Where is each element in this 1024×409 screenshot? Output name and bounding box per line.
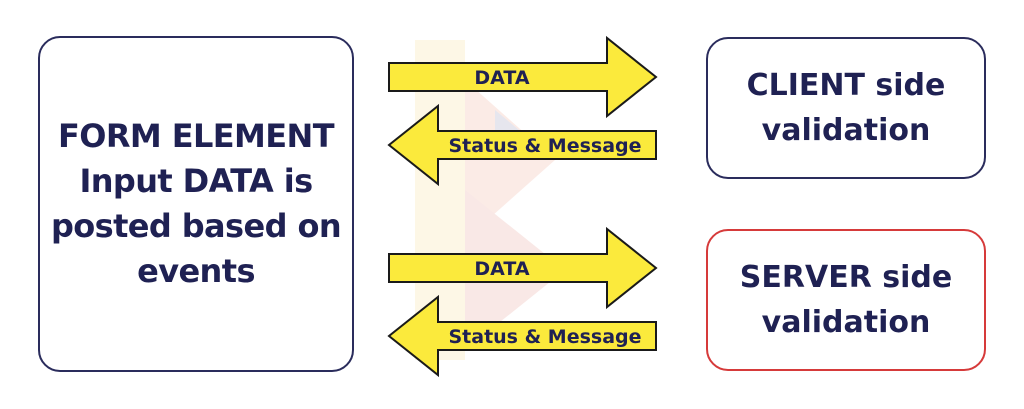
client-validation-line-1: CLIENT side [746, 68, 946, 103]
status-arrow-from-client-label: Status & Message [448, 135, 641, 157]
client-validation-line-2: validation [761, 113, 931, 148]
data-arrow-to-client: DATA [388, 35, 658, 119]
form-element-line-3: posted based on [50, 207, 342, 245]
server-validation-line-1: SERVER side [739, 260, 953, 295]
form-element-line-4: events [137, 252, 255, 290]
client-validation-box: CLIENT side validation [706, 37, 986, 179]
status-arrow-from-client: Status & Message [387, 103, 657, 187]
form-element-text: FORM ELEMENT Input DATA is posted based … [50, 114, 342, 294]
form-element-line-2: Input DATA is [79, 162, 313, 200]
server-validation-box: SERVER side validation [706, 229, 986, 371]
data-arrow-to-client-label: DATA [474, 67, 529, 89]
form-element-box: FORM ELEMENT Input DATA is posted based … [38, 36, 354, 372]
client-validation-text: CLIENT side validation [747, 63, 946, 153]
data-arrow-to-server: DATA [388, 226, 658, 310]
status-arrow-from-server-label: Status & Message [448, 326, 641, 348]
data-arrow-to-server-label: DATA [474, 258, 529, 280]
server-validation-text: SERVER side validation [740, 255, 952, 345]
status-arrow-from-server: Status & Message [387, 294, 657, 378]
server-validation-line-2: validation [761, 305, 931, 340]
form-element-line-1: FORM ELEMENT [58, 117, 335, 155]
